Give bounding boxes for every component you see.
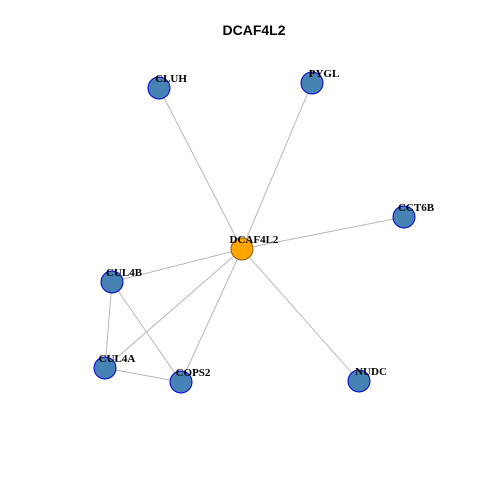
- node-label-nudc: NUDC: [355, 366, 387, 378]
- node-label-cct6b: CCT6B: [398, 202, 435, 214]
- node-label-cops2: COPS2: [176, 367, 211, 379]
- edge-dcaf4l2-cul4a: [104, 248, 243, 369]
- node-cct6b[interactable]: [392, 205, 416, 229]
- node-cops2[interactable]: [169, 370, 193, 394]
- nodes-layer: [93, 71, 416, 394]
- node-dcaf4l2[interactable]: [230, 237, 254, 261]
- node-pygl[interactable]: [300, 71, 324, 95]
- edges-layer: [104, 82, 405, 383]
- node-nudc[interactable]: [347, 369, 371, 393]
- edge-dcaf4l2-pygl: [241, 82, 313, 250]
- node-label-cul4b: CUL4B: [106, 267, 143, 279]
- node-label-pygl: PYGL: [309, 68, 340, 80]
- edge-dcaf4l2-cct6b: [241, 216, 405, 250]
- node-label-cul4a: CUL4A: [99, 353, 136, 365]
- edge-dcaf4l2-cops2: [180, 248, 243, 383]
- edge-dcaf4l2-nudc: [241, 248, 360, 382]
- labels-layer: DCAF4L2 CLUH PYGL CCT6B CUL4B CUL4A COPS2 NUDC: [99, 68, 435, 379]
- edge-cul4b-cul4a: [104, 281, 113, 369]
- edge-cul4b-cops2: [111, 281, 182, 383]
- node-label-dcaf4l2: DCAF4L2: [230, 234, 279, 246]
- node-cul4b[interactable]: [100, 270, 124, 294]
- node-label-cluh: CLUH: [155, 73, 187, 85]
- edge-dcaf4l2-cul4b: [111, 248, 243, 283]
- node-cluh[interactable]: [147, 76, 171, 100]
- node-cul4a[interactable]: [93, 356, 117, 380]
- edge-dcaf4l2-cluh: [158, 87, 243, 250]
- diagram-title: DCAF4L2: [222, 22, 285, 38]
- edge-cul4a-cops2: [104, 367, 182, 383]
